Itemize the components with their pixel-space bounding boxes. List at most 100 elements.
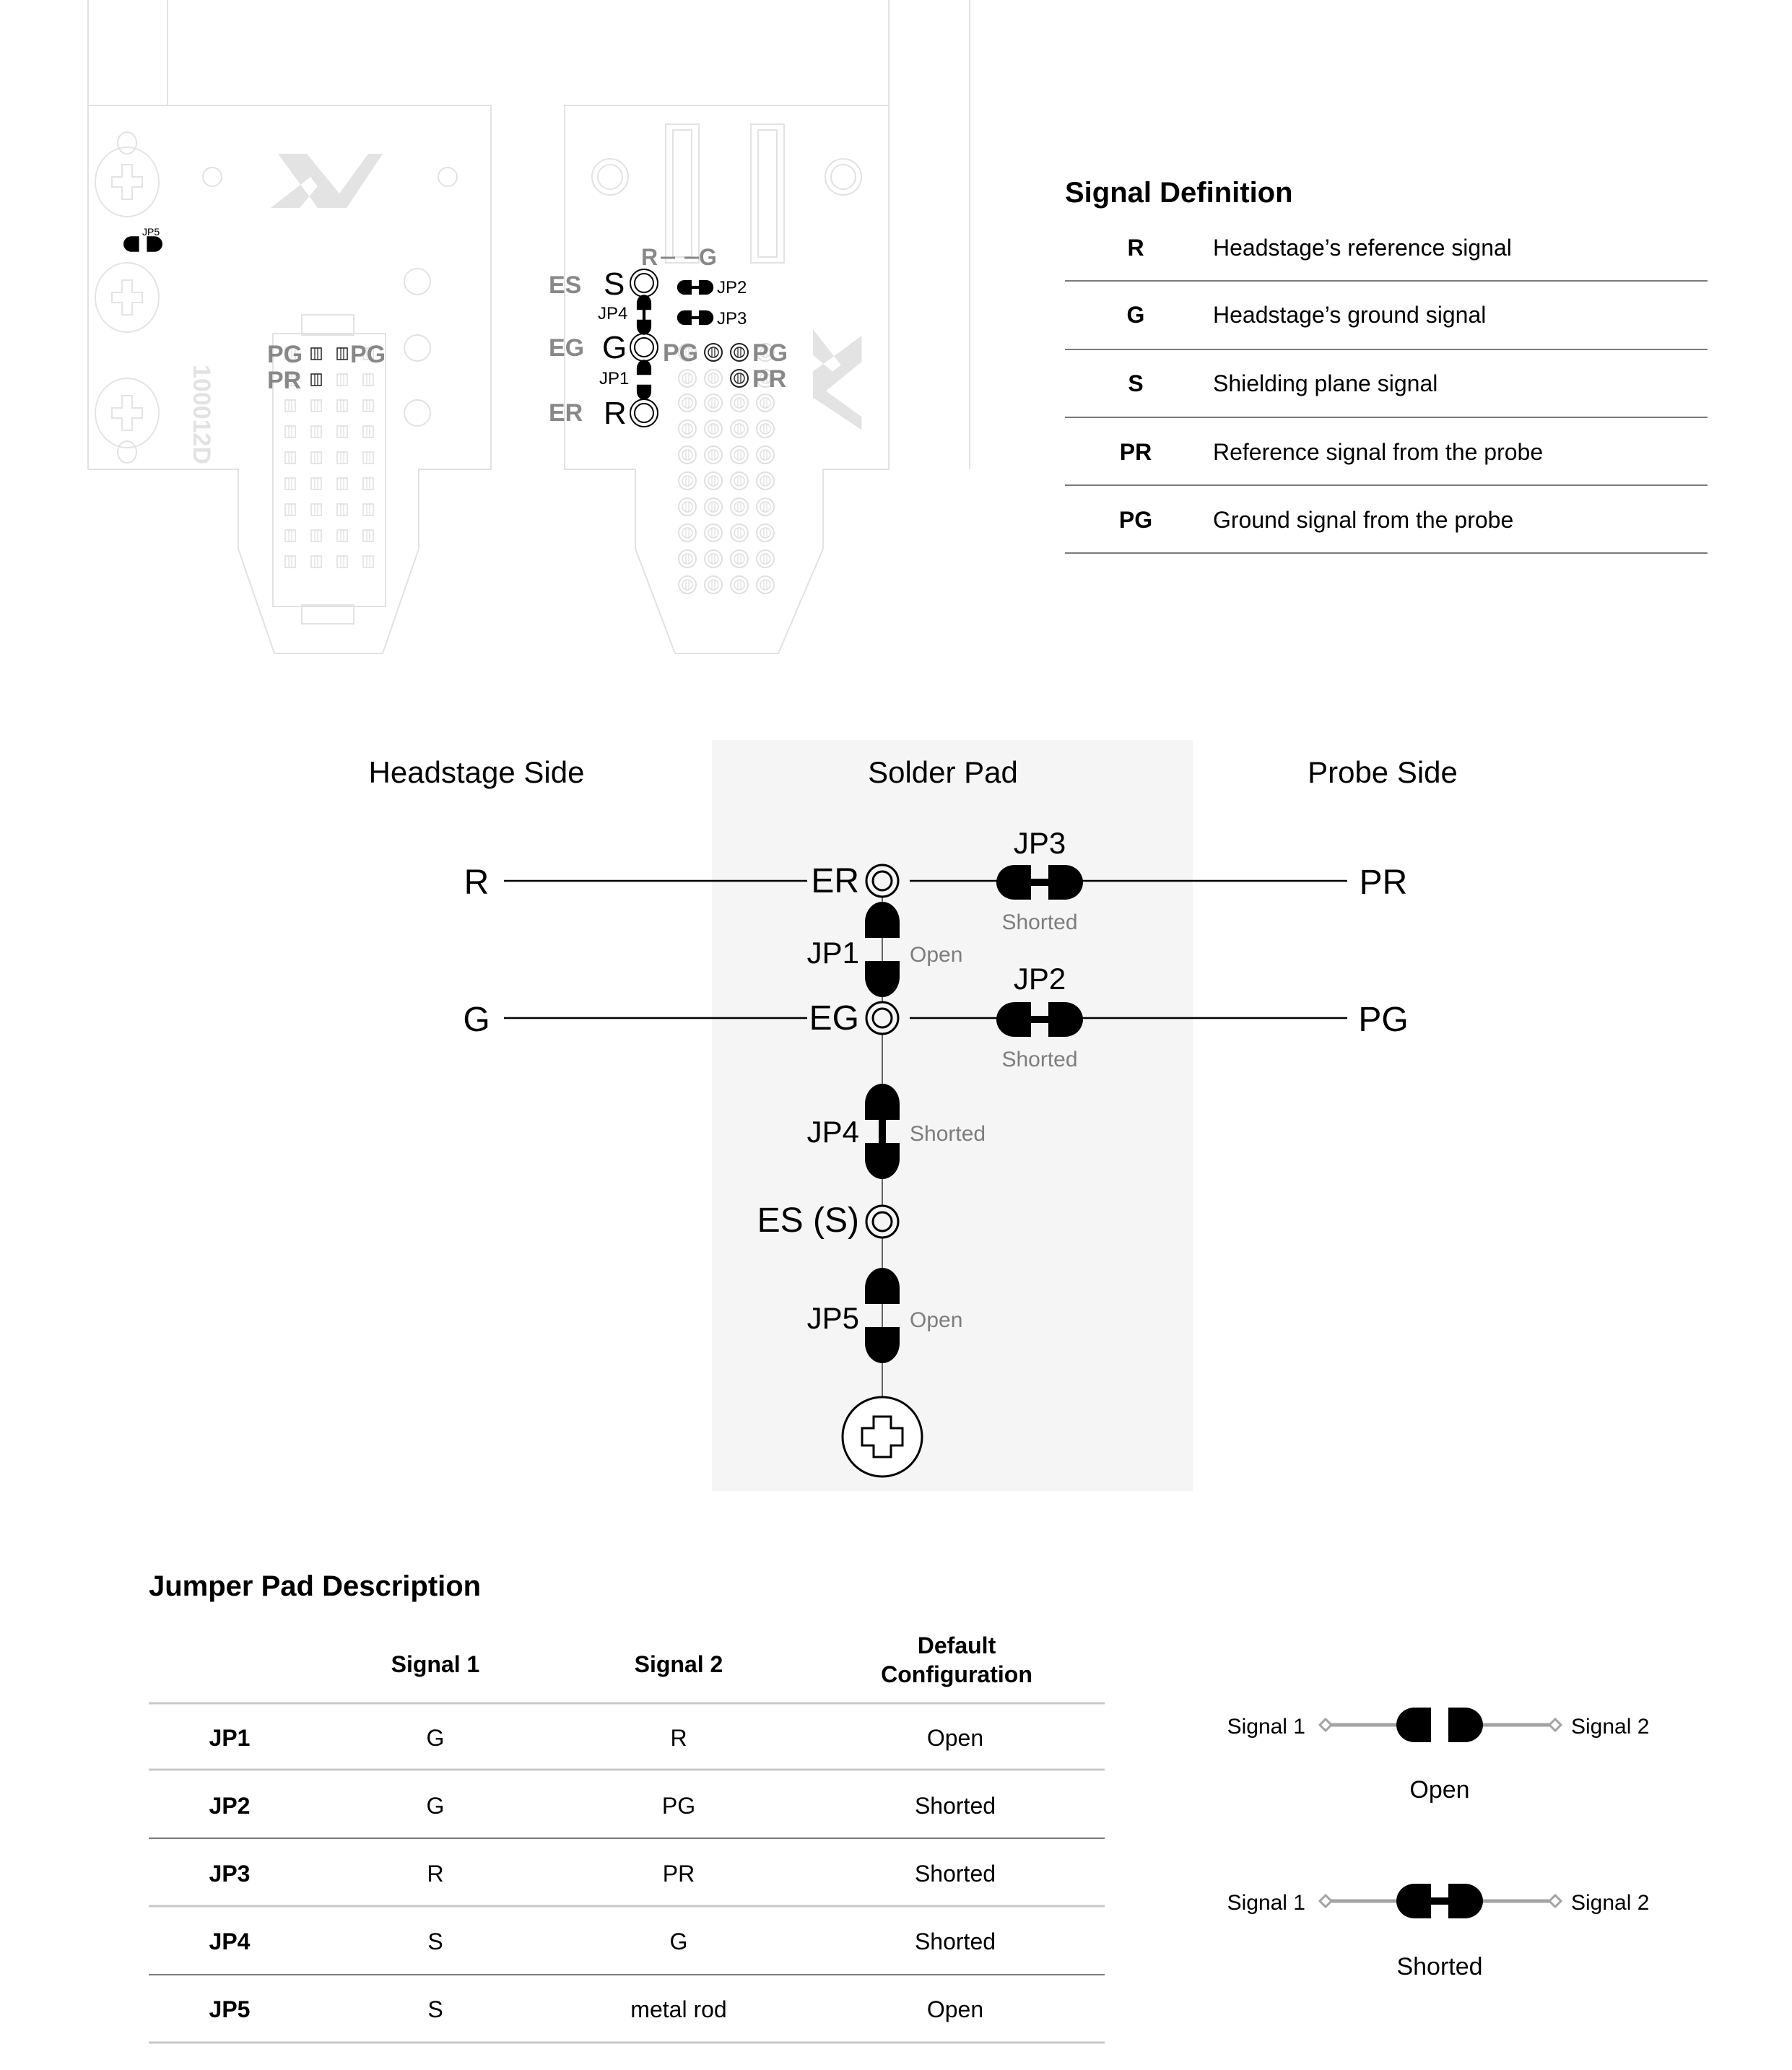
signal2-cell: G <box>670 1928 688 1954</box>
jp5-label: JP5 <box>807 1301 859 1335</box>
jp2-label: JP2 <box>1014 962 1066 996</box>
table-row: JP2 G PG Shorted <box>209 1793 996 1819</box>
jp3-label: JP3 <box>1014 826 1066 860</box>
table-row: JP5 S metal rod Open <box>209 1996 984 2022</box>
metal-rod-screw-icon <box>841 1396 923 1478</box>
pcb-jp4-label: JP4 <box>598 304 627 323</box>
pcb-jp5-jumper-icon <box>123 236 162 252</box>
signal1-cell: G <box>427 1725 445 1751</box>
probe-pg-label: PG <box>1358 1001 1408 1039</box>
default-cell: Shorted <box>915 1928 996 1954</box>
table-row: JP1 G R Open <box>209 1725 984 1751</box>
headstage-side-heading: Headstage Side <box>369 755 585 789</box>
jp4-label: JP4 <box>807 1115 859 1149</box>
pcb-right-pr-label: PR <box>752 365 786 393</box>
jumper-pad-description-section: Jumper Pad Description Signal 1 Signal 2… <box>149 1570 1105 2044</box>
signal2-cell: R <box>670 1725 687 1751</box>
jumper-legend: Signal 1 Signal 2 Open Signal 1 Signal 2… <box>1227 1708 1649 1980</box>
eg-pad-icon <box>865 1001 900 1035</box>
legend-shorted-signal2: Signal 2 <box>1571 1891 1649 1915</box>
pcb-jp2-jumper-icon <box>677 279 714 295</box>
col-header-signal2: Signal 2 <box>635 1651 723 1677</box>
legend-open-signal2: Signal 2 <box>1571 1715 1649 1739</box>
jumper-id: JP3 <box>209 1861 251 1887</box>
er-pad-label: ER <box>811 862 859 900</box>
pcb-jp3-label: JP3 <box>717 309 747 329</box>
jp2-state: Shorted <box>1001 1048 1077 1071</box>
pcb-left-pr-label: PR <box>267 367 301 394</box>
pcb-jp4-jumper-icon <box>636 295 652 335</box>
signal-code: G <box>1127 302 1145 328</box>
signal-definition-title: Signal Definition <box>1065 177 1293 209</box>
table-row: JP3 R PR Shorted <box>209 1861 996 1887</box>
signal-description: Reference signal from the probe <box>1213 439 1543 465</box>
pcb-jp5-label: JP5 <box>142 226 160 238</box>
jumper-id: JP1 <box>209 1725 251 1751</box>
pcb-right-pg-label: PG <box>663 339 698 367</box>
pcb-right-pg2-label: PG <box>752 339 788 367</box>
probe-pr-label: PR <box>1360 864 1408 902</box>
signal1-cell: G <box>427 1793 445 1819</box>
pcb-r-pad-label: R <box>604 396 627 431</box>
pcb-g-pad-icon <box>630 333 658 362</box>
signal-description: Shielding plane signal <box>1213 370 1437 396</box>
signal-code: R <box>1127 235 1144 261</box>
col-header-default: Default <box>918 1632 996 1658</box>
signal-code: S <box>1128 370 1143 396</box>
signal-code: PR <box>1120 439 1152 465</box>
signal1-cell: S <box>427 1996 443 2022</box>
pcb-jp3-jumper-icon <box>677 310 714 326</box>
signal1-cell: S <box>427 1928 443 1954</box>
signal-code: PG <box>1119 507 1152 533</box>
jumper-id: JP5 <box>209 1996 251 2022</box>
table-row: JP4 S G Shorted <box>209 1928 996 1954</box>
pcb-jp2-label: JP2 <box>717 278 747 297</box>
brand-logo-rotated-icon <box>813 329 862 430</box>
signal2-cell: PR <box>663 1861 695 1887</box>
signal-description: Ground signal from the probe <box>1213 507 1513 533</box>
pcb-s-pad-icon <box>630 269 658 297</box>
pcb-left-pg-label: PG <box>267 341 303 368</box>
jp5-state: Open <box>910 1308 962 1332</box>
schematic-section: Headstage Side Solder Pad Probe Side R G… <box>369 740 1458 1491</box>
col-header-signal1: Signal 1 <box>391 1651 480 1677</box>
legend-open-jumper-icon <box>1396 1708 1483 1742</box>
solder-pad-background <box>712 740 1193 1491</box>
pcb-er-label: ER <box>549 399 583 427</box>
signal-definition-section: Signal Definition R Headstage’s referenc… <box>1065 177 1708 554</box>
default-cell: Shorted <box>915 1861 996 1887</box>
jp4-state: Shorted <box>910 1122 986 1146</box>
part-number-label: 100012D <box>188 365 215 464</box>
eg-pad-label: EG <box>809 999 859 1038</box>
pcb-left-pg2-label: PG <box>350 341 386 368</box>
pcb-g-top-label: G <box>699 244 717 270</box>
probe-side-heading: Probe Side <box>1308 755 1458 789</box>
pcb-es-label: ES <box>549 271 581 299</box>
pcb-s-pad-label: S <box>604 266 625 302</box>
brand-logo-icon <box>271 154 383 208</box>
pcb-left-board: 100012D JP5 PG PG PR <box>87 105 492 654</box>
signal2-cell: PG <box>662 1793 695 1819</box>
board-connector-right <box>750 123 785 264</box>
legend-shorted: Signal 1 Signal 2 Shorted <box>1227 1884 1649 1980</box>
pcb-eg-label: EG <box>549 334 584 362</box>
pcb-g-pad-label: G <box>602 330 627 365</box>
default-cell: Open <box>927 1725 983 1751</box>
es-pad-icon <box>865 1204 900 1239</box>
er-pad-icon <box>865 864 900 898</box>
legend-open-caption: Open <box>1409 1776 1469 1804</box>
signal-description: Headstage’s ground signal <box>1213 302 1486 328</box>
pcb-illustration: 100012D JP5 PG PG PR <box>87 0 970 654</box>
legend-open-signal1: Signal 1 <box>1227 1715 1305 1739</box>
jp1-label: JP1 <box>807 936 859 970</box>
pcb-r-top-label: R <box>641 244 658 270</box>
signal2-cell: metal rod <box>630 1996 726 2022</box>
board-connector-left <box>665 123 700 264</box>
headstage-r-label: R <box>464 864 490 902</box>
pcb-r-pad-icon <box>630 399 658 427</box>
jp3-state: Shorted <box>1001 910 1077 934</box>
jp1-state: Open <box>910 943 962 967</box>
col-header-configuration: Configuration <box>881 1661 1032 1687</box>
pcb-jp1-label: JP1 <box>599 369 629 388</box>
